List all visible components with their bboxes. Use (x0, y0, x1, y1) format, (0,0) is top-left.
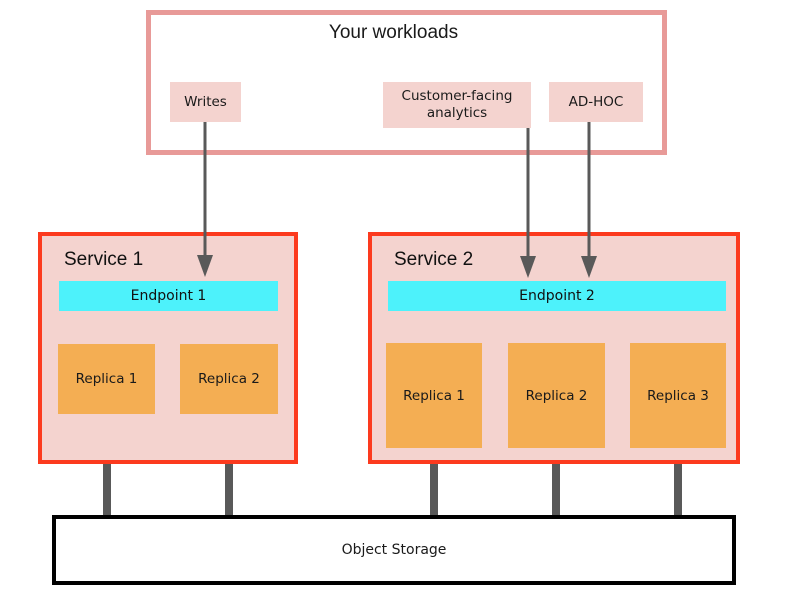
workload-chip-ad-hoc[interactable]: AD-HOC (549, 82, 643, 122)
object-storage-box[interactable]: Object Storage (52, 515, 736, 585)
service-2-replica-1[interactable]: Replica 1 (386, 343, 482, 448)
service-2-endpoint[interactable]: Endpoint 2 (388, 281, 726, 311)
workload-chip-customer-facing-analytics[interactable]: Customer-facing analytics (383, 82, 531, 128)
service-2-title: Service 2 (394, 249, 474, 270)
service-2-replica-2[interactable]: Replica 2 (508, 343, 605, 448)
arrow-analytics-to-endpoint2 (520, 128, 536, 278)
pipe-service1-replica1-storage (103, 412, 111, 517)
service-1-replica-1[interactable]: Replica 1 (58, 344, 155, 414)
workloads-title: Your workloads (328, 22, 459, 43)
pipe-service2-replica3-storage (674, 446, 682, 517)
service-1-endpoint[interactable]: Endpoint 1 (59, 281, 278, 311)
pipe-service1-replica2-storage (225, 412, 233, 517)
service-2-replica-3[interactable]: Replica 3 (630, 343, 726, 448)
workload-chip-writes[interactable]: Writes (170, 82, 241, 122)
pipe-service2-replica2-storage (552, 446, 560, 517)
service-1-replica-2[interactable]: Replica 2 (180, 344, 278, 414)
service-1-title: Service 1 (64, 249, 144, 270)
arrow-adhoc-to-endpoint2 (581, 122, 597, 278)
arrow-writes-to-endpoint1 (197, 122, 213, 277)
pipe-service2-replica1-storage (430, 446, 438, 517)
